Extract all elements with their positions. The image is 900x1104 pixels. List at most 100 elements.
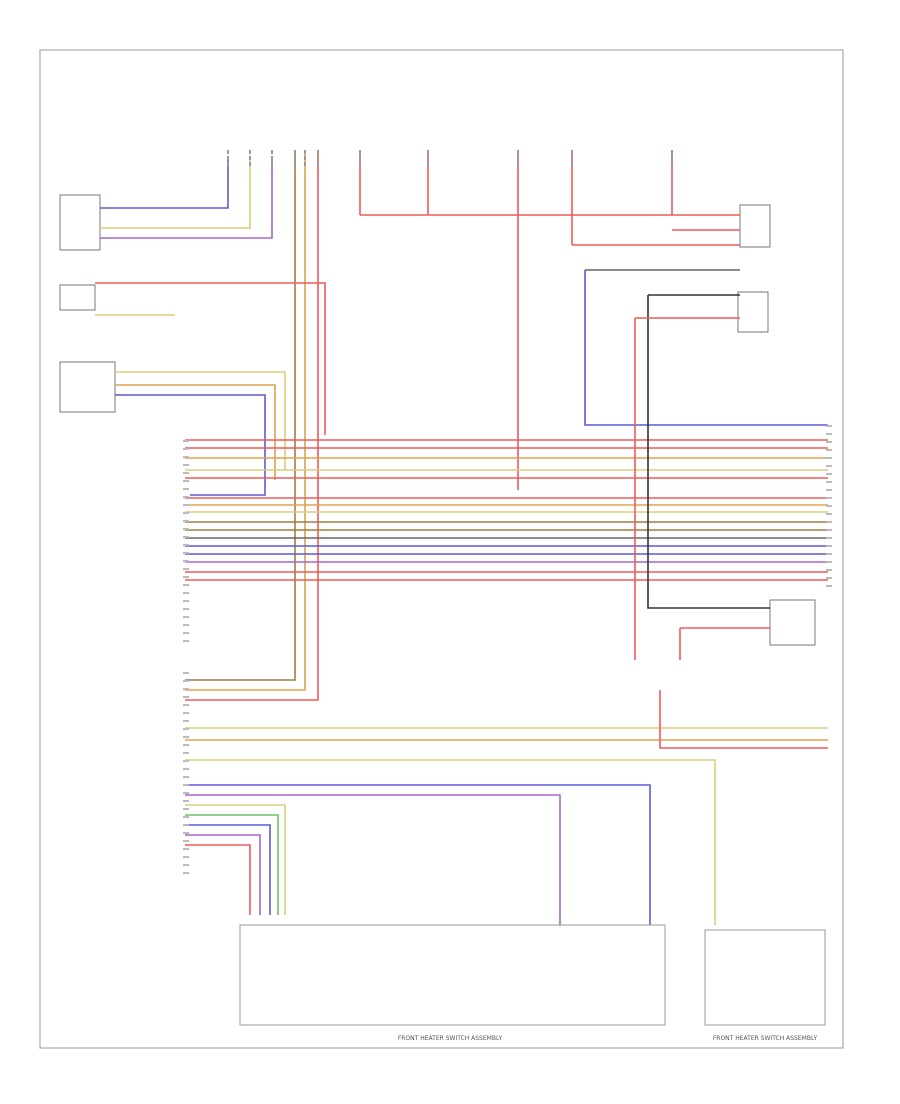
pin-row-left-lower [183, 736, 189, 738]
pin-row-left-lower [183, 704, 189, 706]
drop-blue-a [185, 824, 271, 915]
pin-row-right [826, 465, 832, 467]
connector-pin [427, 156, 429, 160]
drop-yellow-a [185, 804, 286, 915]
connector-pin [571, 156, 573, 160]
pin-row-left [183, 552, 189, 554]
pin-row-right [826, 569, 832, 571]
drop-purple-a [185, 834, 261, 915]
component-left-sensor [59, 194, 101, 251]
drop-green [185, 814, 279, 915]
connector-pin [249, 162, 251, 166]
pin-row-left-lower [183, 784, 189, 786]
pin-row-right [826, 561, 832, 563]
component-right-switch [737, 291, 769, 333]
pin-row-left-lower [183, 680, 189, 682]
pin-row-left-lower [183, 856, 189, 858]
wire-blue-right [584, 270, 828, 426]
connector-pin [304, 150, 306, 154]
pin-row-left-lower [183, 752, 189, 754]
connector-pin [671, 162, 673, 166]
pin-row-right [826, 513, 832, 515]
connector-pin [517, 150, 519, 154]
pin-row-right [826, 545, 832, 547]
pin-row-left-lower [183, 776, 189, 778]
pin-row-left [183, 640, 189, 642]
component-blower [59, 361, 116, 413]
pin-row-left-lower [183, 728, 189, 730]
wire-black-motor [647, 295, 770, 609]
pin-row-left [183, 568, 189, 570]
connector-pin [359, 162, 361, 166]
pin-row-right [826, 481, 832, 483]
switch-assembly-right [704, 929, 826, 1026]
pin-row-left-lower [183, 824, 189, 826]
pin-row-right [826, 441, 832, 443]
wire-blower-yellow [115, 371, 286, 470]
connector-pin [317, 156, 319, 160]
pin-row-left [183, 456, 189, 458]
connector-pin [227, 156, 229, 160]
pin-row-left-lower [183, 768, 189, 770]
pin-row-left [183, 496, 189, 498]
component-pressure-switch [59, 284, 96, 311]
connector-pin [317, 150, 319, 154]
pin-row-left [183, 544, 189, 546]
connector-pin [671, 156, 673, 160]
pin-row-right [826, 529, 832, 531]
pin-row-left-lower [183, 840, 189, 842]
pin-row-left-lower [183, 672, 189, 674]
connector-pin [271, 162, 273, 166]
pin-row-left [183, 480, 189, 482]
switch-assembly-left [239, 924, 666, 1026]
pin-row-left [183, 512, 189, 514]
wire-red-main [185, 150, 319, 701]
pin-row-left [183, 632, 189, 634]
pin-row-left [183, 448, 189, 450]
connector-pin [359, 150, 361, 154]
pin-row-left-lower [183, 688, 189, 690]
connector-pin [271, 150, 273, 154]
connector-pin [571, 162, 573, 166]
pin-row-left-lower [183, 816, 189, 818]
connector-pin [304, 156, 306, 160]
pin-row-left [183, 616, 189, 618]
wire-yellow-sensor [100, 160, 251, 229]
pin-row-left-lower [183, 720, 189, 722]
drop-yellow-right [185, 759, 716, 925]
pin-row-right [826, 449, 832, 451]
connector-pin [671, 150, 673, 154]
pin-row-right [826, 585, 832, 587]
pin-row-left [183, 488, 189, 490]
wire-brown-main [185, 150, 296, 681]
pin-row-left [183, 464, 189, 466]
pin-row-left [183, 624, 189, 626]
left-assembly-label: FRONT HEATER SWITCH ASSEMBLY [398, 1035, 503, 1042]
drop-blue [185, 784, 651, 925]
connector-pin [271, 156, 273, 160]
pin-row-left [183, 608, 189, 610]
pin-row-left [183, 560, 189, 562]
connector-pin [249, 156, 251, 160]
pin-row-right [826, 553, 832, 555]
component-right-motor [769, 599, 816, 646]
connector-pin [571, 150, 573, 154]
pin-row-right [826, 505, 832, 507]
connector-pin [227, 150, 229, 154]
pin-row-right [826, 457, 832, 459]
pin-row-left [183, 584, 189, 586]
connector-pin [359, 156, 361, 160]
connector-pin [294, 162, 296, 166]
right-assembly-label: FRONT HEATER SWITCH ASSEMBLY [713, 1035, 818, 1042]
connector-pin [249, 150, 251, 154]
pin-row-left [183, 576, 189, 578]
pin-row-right [826, 473, 832, 475]
connector-pin [517, 162, 519, 166]
pin-row-left-lower [183, 712, 189, 714]
pin-row-left-lower [183, 760, 189, 762]
wire-group [95, 150, 828, 925]
diagram-frame [39, 49, 844, 1049]
connector-pin [517, 156, 519, 160]
